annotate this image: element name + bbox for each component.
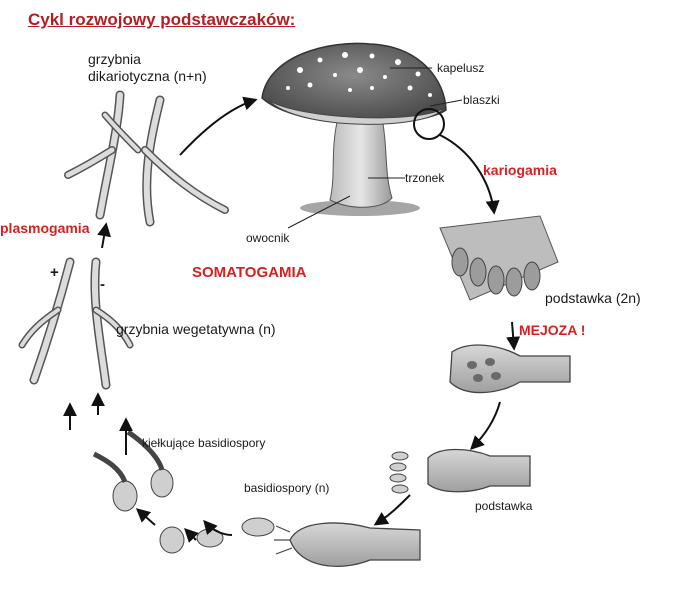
mushroom-illustration	[261, 42, 463, 229]
label-fruiting-body: owocnik	[246, 231, 290, 245]
basidium-empty	[274, 522, 421, 568]
diagram-title: Cykl rozwojowy podstawczaków:	[28, 10, 296, 29]
label-cap: kapelusz	[437, 61, 485, 75]
basidium-with-spores	[389, 448, 531, 494]
cycle-arrows	[63, 96, 521, 543]
label-gills: blaszki	[463, 93, 500, 107]
label-plasmogamy: plasmogamia	[0, 220, 90, 236]
label-dikaryotic-line2: dikariotyczna (n+n)	[88, 68, 207, 84]
label-germinating-spores: kiełkujące basidiospory	[142, 436, 266, 450]
hymenium-detail	[439, 215, 559, 301]
label-plus: +	[50, 264, 59, 281]
basidium-meiosis	[449, 344, 571, 394]
label-basidiospores: basidiospory (n)	[244, 481, 330, 495]
label-basidium: podstawka	[475, 499, 533, 513]
label-minus: -	[100, 276, 105, 293]
label-meiosis: MEJOZA !	[519, 322, 586, 338]
vegetative-mycelium	[18, 257, 134, 390]
dikaryotic-mycelium	[64, 90, 229, 227]
label-karyogamy: kariogamia	[483, 162, 557, 178]
label-somatogamy: SOMATOGAMIA	[192, 264, 307, 281]
label-basidium-2n: podstawka (2n)	[545, 290, 641, 306]
label-dikaryotic-line1: grzybnia	[88, 51, 141, 67]
label-vegetative-mycelium: grzybnia wegetatywna (n)	[116, 321, 276, 337]
label-stipe: trzonek	[405, 171, 445, 185]
